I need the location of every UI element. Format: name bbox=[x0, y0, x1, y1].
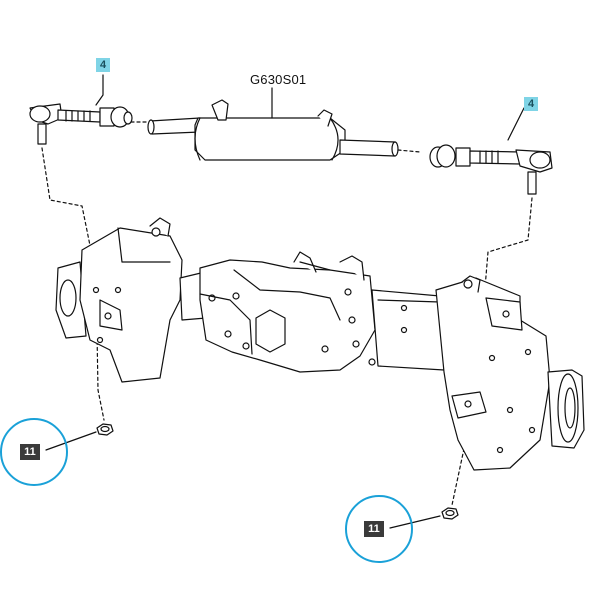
callout-tie-rod-end-left[interactable]: 4 bbox=[96, 58, 110, 72]
nut-right bbox=[441, 507, 459, 520]
steering-cylinder bbox=[124, 87, 421, 161]
tie-rod-end-left bbox=[29, 74, 133, 421]
callout-nut-left[interactable]: 11 bbox=[20, 444, 40, 460]
drawing-code-label: G630S01 bbox=[250, 72, 307, 87]
highlight-circle-left bbox=[0, 418, 68, 486]
nut-left bbox=[96, 423, 114, 436]
callout-nut-right[interactable]: 11 bbox=[364, 521, 384, 537]
front-axle-housing bbox=[55, 217, 585, 471]
callout-tie-rod-end-right[interactable]: 4 bbox=[524, 97, 538, 111]
highlight-circle-right bbox=[345, 495, 413, 563]
